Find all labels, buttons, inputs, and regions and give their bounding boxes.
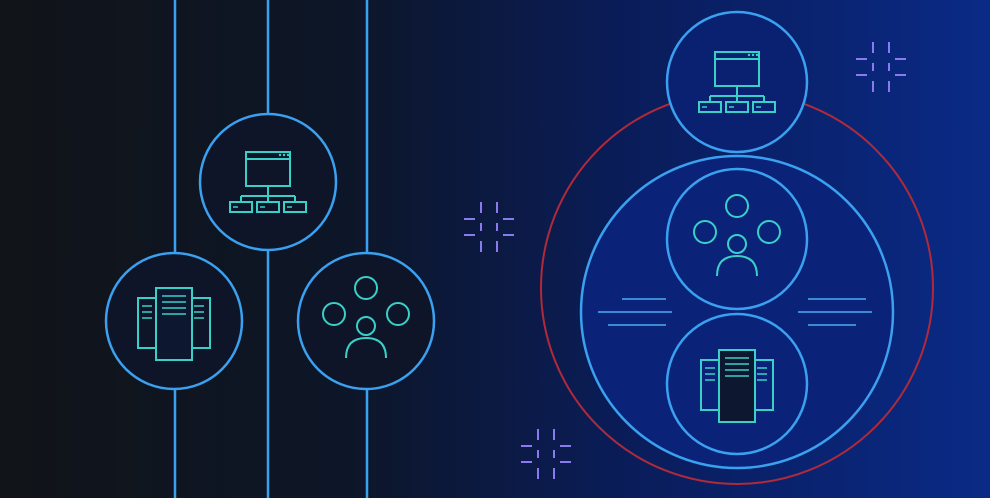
sparkle-icon — [463, 201, 515, 253]
sparkle-icon — [855, 41, 907, 93]
right-network-node — [665, 10, 809, 154]
right-server-node — [665, 312, 809, 456]
speed-lines-right — [798, 298, 872, 326]
platform-circle — [579, 154, 895, 470]
speed-lines-left — [598, 298, 672, 326]
left-community-node — [296, 251, 436, 391]
right-community-node — [665, 167, 809, 311]
sparkle-icon — [520, 428, 572, 480]
left-server-node — [104, 251, 244, 391]
left-network-node — [198, 112, 338, 252]
